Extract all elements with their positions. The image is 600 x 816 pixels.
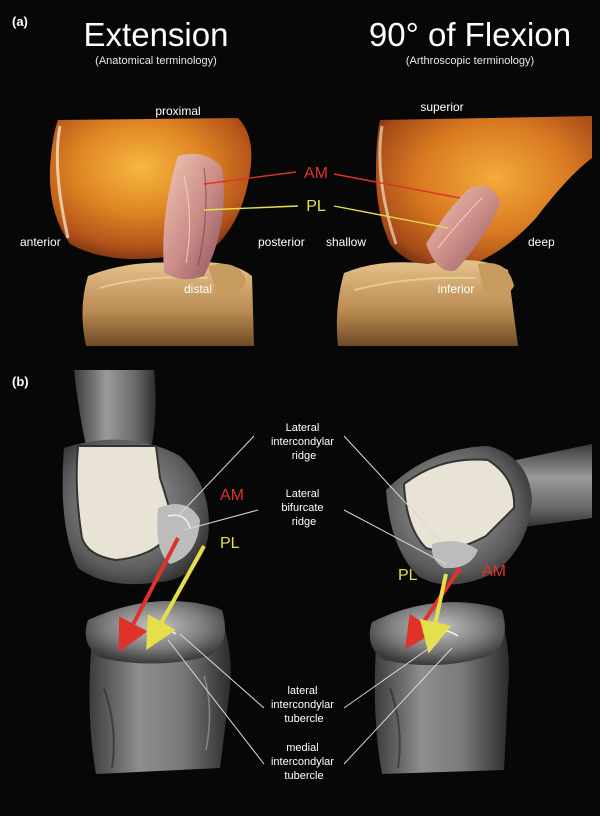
direction-posterior: posterior <box>258 235 305 249</box>
flexion-title: 90° of Flexion <box>369 16 571 53</box>
direction-shallow: shallow <box>326 235 366 249</box>
flexion-subtitle: (Arthroscopic terminology) <box>406 55 534 67</box>
direction-inferior: inferior <box>438 282 475 296</box>
panel-a-label: (a) <box>12 14 28 29</box>
extension-subtitle: (Anatomical terminology) <box>95 55 217 67</box>
flexion-tibia-model <box>370 602 509 774</box>
lateral-bifurcate-ridge-line-3: ridge <box>292 516 316 528</box>
lateral-tubercle-line-1: lateral <box>287 685 317 697</box>
panel-b-label: (b) <box>12 374 29 389</box>
panel-a-am-label: AM <box>304 165 328 182</box>
lateral-intercondylar-ridge-line-1: Lateral <box>286 422 320 434</box>
lateral-bifurcate-ridge-line-1: Lateral <box>286 488 320 500</box>
extension-knee-photo <box>50 118 254 346</box>
extension-title: Extension <box>84 16 229 53</box>
direction-deep: deep <box>528 235 555 249</box>
lateral-tubercle-line-2: intercondylar <box>271 699 334 711</box>
lateral-tubercle-line-3: tubercle <box>284 713 323 725</box>
panel-b-left-am-label: AM <box>220 487 244 504</box>
extension-femur-model <box>63 370 209 584</box>
direction-superior: superior <box>420 100 463 114</box>
panel-b-left-pl-label: PL <box>220 535 240 552</box>
lateral-bifurcate-ridge-line-2: bifurcate <box>281 502 323 514</box>
medial-tubercle-line-3: tubercle <box>284 770 323 782</box>
panel-b-right-am-label: AM <box>482 563 506 580</box>
medial-tubercle-line-2: intercondylar <box>271 756 334 768</box>
figure-canvas: (a) Extension (Anatomical terminology) 9… <box>8 8 592 808</box>
lateral-bifurcate-ridge-label: Lateral bifurcate ridge <box>281 488 326 528</box>
direction-proximal: proximal <box>155 104 200 118</box>
medial-intercondylar-tubercle-label: medial intercondylar tubercle <box>271 742 337 782</box>
panel-b-right-pl-label: PL <box>398 567 418 584</box>
lateral-intercondylar-ridge-line-3: ridge <box>292 450 316 462</box>
lateral-intercondylar-tubercle-label: lateral intercondylar tubercle <box>271 685 337 725</box>
direction-anterior: anterior <box>20 235 61 249</box>
medial-tubercle-line-1: medial <box>286 742 318 754</box>
flexion-knee-photo <box>337 116 592 346</box>
direction-distal: distal <box>184 282 212 296</box>
lateral-intercondylar-ridge-label: Lateral intercondylar ridge <box>271 422 337 462</box>
panel-a-pl-label: PL <box>306 198 326 215</box>
lateral-intercondylar-ridge-line-2: intercondylar <box>271 436 334 448</box>
